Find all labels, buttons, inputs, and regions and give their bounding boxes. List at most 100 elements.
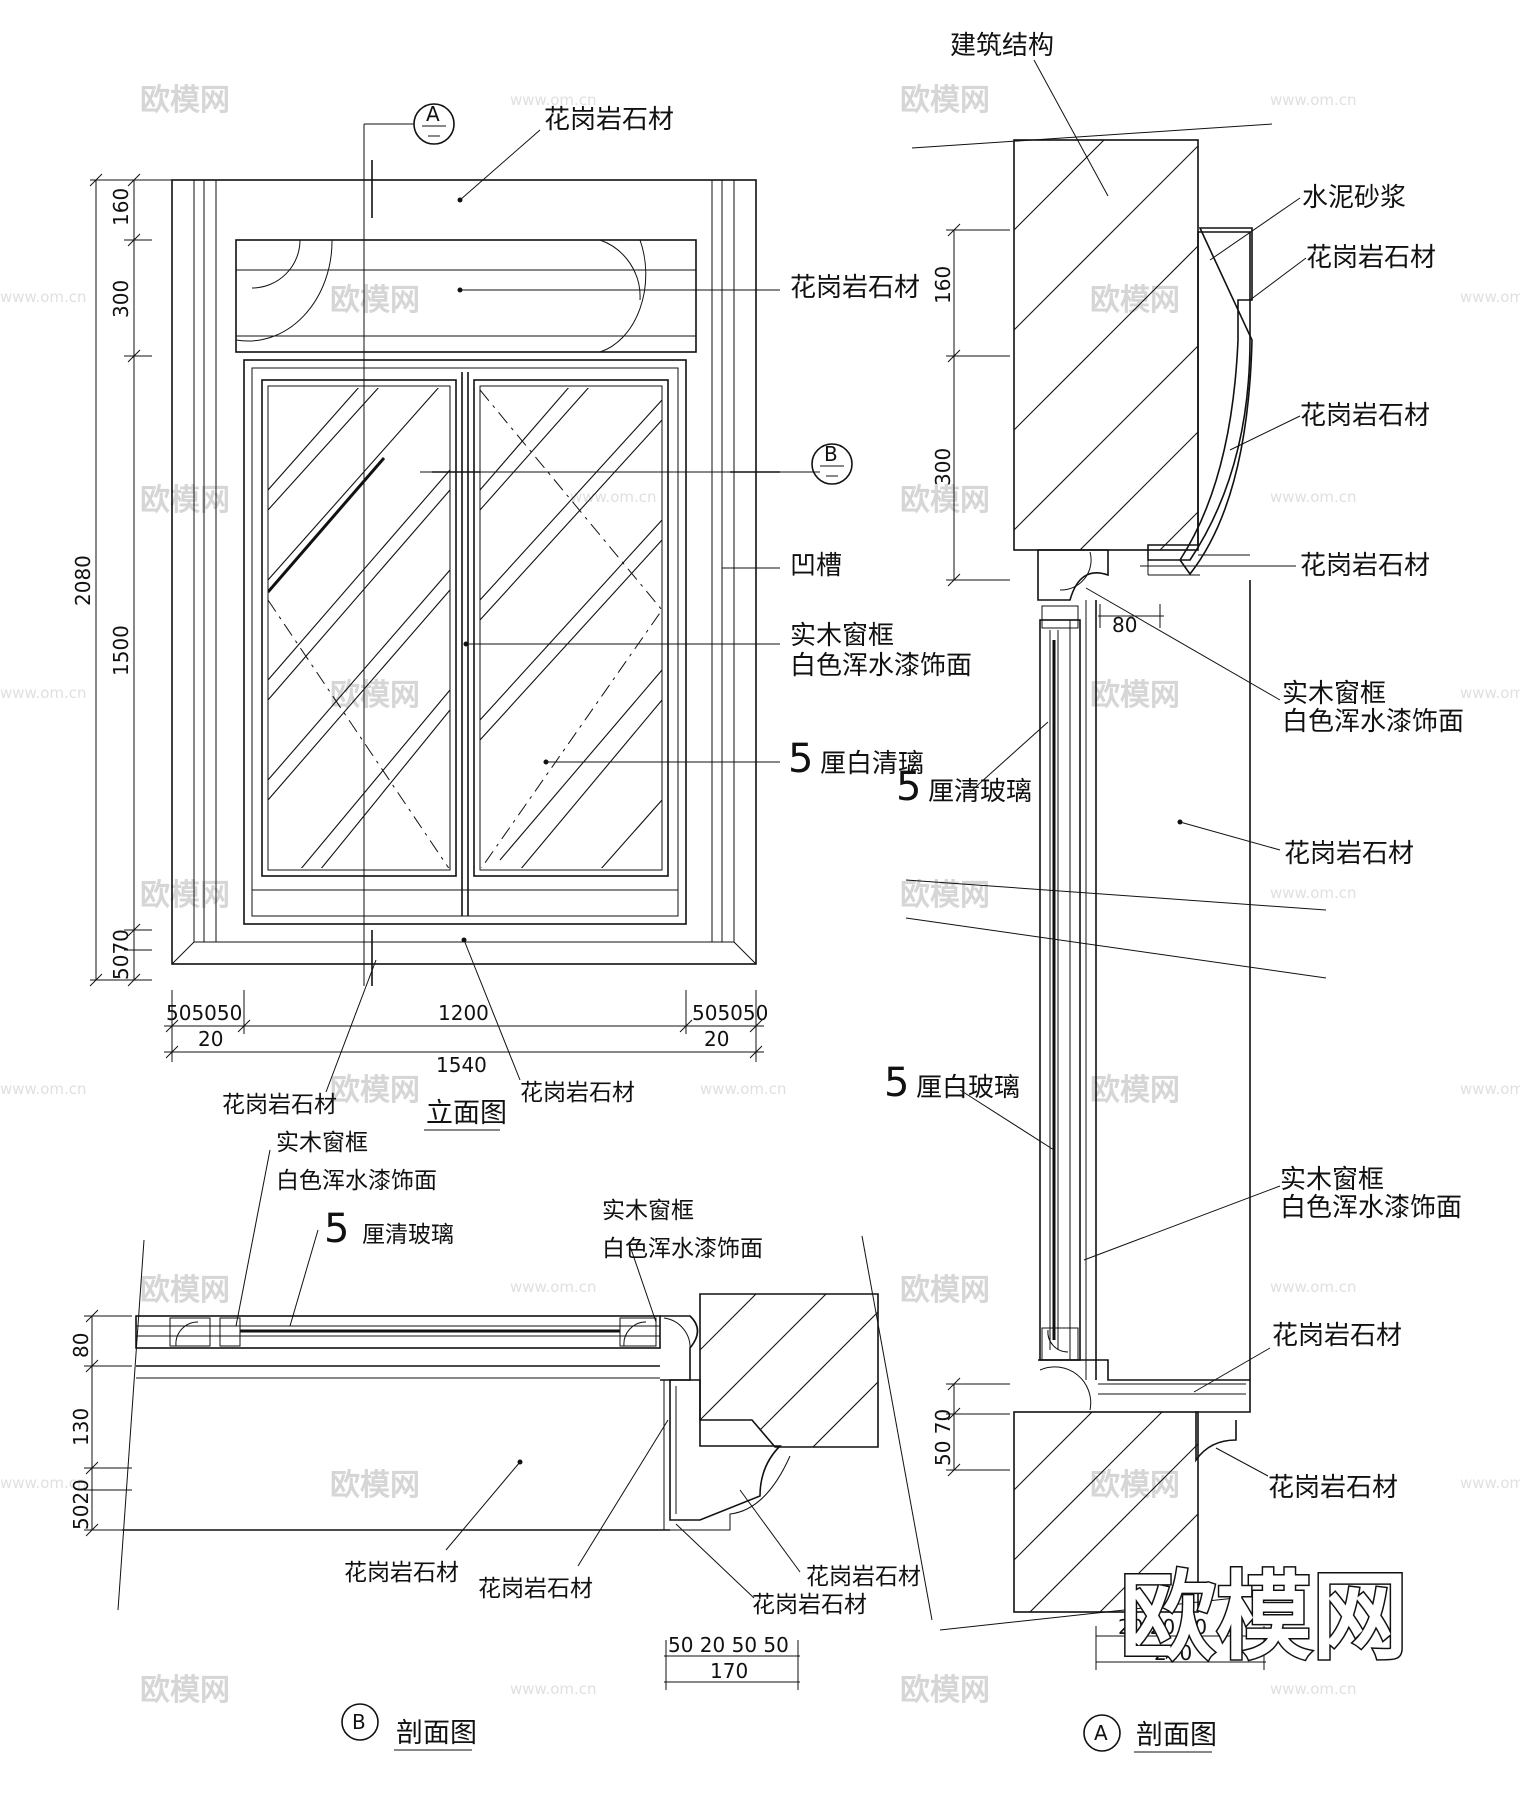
watermark-url: www.om.cn [1270, 1278, 1357, 1296]
svg-text:剖面图: 剖面图 [1136, 1720, 1217, 1751]
label-mortar: 水泥砂浆 [1302, 183, 1406, 213]
svg-text:130: 130 [69, 1408, 93, 1446]
svg-text:2080: 2080 [71, 555, 95, 606]
label-frame-b1-line2: 白色浑水漆饰面 [276, 1168, 437, 1194]
svg-text:20 20 20: 20 20 20 [1118, 1615, 1207, 1639]
label-frame-a1-line2: 白色浑水漆饰面 [1282, 707, 1464, 737]
svg-text:20: 20 [198, 1027, 223, 1051]
watermark-url: www.om.cn [0, 1080, 87, 1098]
svg-text:505050: 505050 [166, 1001, 242, 1025]
watermark-logo: 欧模网 [1120, 1561, 1408, 1673]
section-b-vertical-dims: 80 130 5020 [69, 1309, 132, 1537]
watermark-url: www.om.cn [1460, 1080, 1520, 1098]
elevation-head-stone [235, 239, 697, 353]
label-glass: 厘白清璃 [820, 749, 924, 779]
section-b-break-left [117, 1239, 145, 1611]
svg-text:160: 160 [931, 266, 955, 304]
svg-text:剖面图: 剖面图 [396, 1718, 477, 1749]
section-marker-b: B [811, 442, 853, 485]
watermark: 欧模网 [900, 83, 990, 118]
svg-text:170: 170 [710, 1659, 748, 1683]
label-granite-a3: 花岗岩石材 [1300, 551, 1430, 581]
label-glass-number: 5 [788, 736, 813, 782]
label-frame-b1-line1: 实木窗框 [276, 1130, 368, 1156]
watermark-url: www.om.cn [1270, 1680, 1357, 1698]
svg-text:B: B [352, 1710, 366, 1734]
watermark: 欧模网 [900, 1673, 990, 1708]
watermark-url: www.om.cn [1460, 288, 1520, 306]
section-a-bottom-dims: 20 20 20 200 [1095, 1615, 1266, 1670]
section-b-window-frame [135, 1315, 661, 1349]
svg-text:300: 300 [931, 448, 955, 486]
watermark: 欧模网 [330, 1073, 420, 1108]
watermark: 欧模网 [140, 83, 230, 118]
svg-text:5020: 5020 [69, 1479, 93, 1530]
label-granite-a2: 花岗岩石材 [1300, 401, 1430, 431]
watermark: 欧模网 [140, 1673, 230, 1708]
label-structure: 建筑结构 [950, 31, 1054, 61]
label-glass-a1: 厘清玻璃 [928, 777, 1032, 807]
label-frame-line2: 白色浑水漆饰面 [790, 651, 972, 681]
svg-text:A: A [426, 102, 440, 126]
svg-text:1500: 1500 [109, 625, 133, 676]
label-frame-a1-line1: 实木窗框 [1282, 679, 1386, 709]
svg-text:505050: 505050 [692, 1001, 768, 1025]
elevation-title: 立面图 [426, 1098, 507, 1129]
label-granite-a6: 花岗岩石材 [1268, 1473, 1398, 1503]
section-a-dim-80: 80 [1098, 604, 1164, 637]
section-b-break-right [861, 1235, 933, 1621]
watermark: 欧模网 [1090, 1073, 1180, 1108]
section-b-title: B 剖面图 [341, 1703, 477, 1751]
label-frame-a2-line2: 白色浑水漆饰面 [1280, 1193, 1462, 1223]
label-frame-line1: 实木窗框 [790, 621, 894, 651]
watermark-url: www.om.cn [0, 1474, 87, 1492]
section-b-labels: 实木窗框 白色浑水漆饰面 5 厘清玻璃 实木窗框 白色浑水漆饰面 花岗岩石材 花… [235, 1130, 921, 1618]
elevation-window-frame [243, 359, 687, 925]
label-frame-b2-line1: 实木窗框 [602, 1198, 694, 1224]
label-granite-bottom-left: 花岗岩石材 [222, 1092, 337, 1118]
watermark-url: www.om.cn [1270, 884, 1357, 902]
elevation-vertical-dims: 160 300 1500 2080 5070 [71, 173, 172, 987]
svg-text:200: 200 [1154, 1641, 1192, 1665]
svg-text:50 70: 50 70 [931, 1409, 955, 1466]
svg-text:B: B [824, 442, 838, 466]
svg-text:A: A [1094, 1721, 1108, 1745]
elevation-view: A B 160 300 1500 [71, 102, 972, 1131]
watermark-url: www.om.cn [1460, 684, 1520, 702]
svg-text:160: 160 [109, 188, 133, 226]
svg-text:80: 80 [1112, 613, 1137, 637]
svg-text:5070: 5070 [109, 929, 133, 980]
watermark: 欧模网 [900, 1273, 990, 1308]
label-granite-a5: 花岗岩石材 [1272, 1321, 1402, 1351]
watermark: 欧模网 [1090, 1468, 1180, 1503]
elevation-horizontal-dims: 505050 1200 505050 20 20 1540 [164, 990, 768, 1077]
label-granite-head: 花岗岩石材 [790, 273, 920, 303]
label-frame-b2-line2: 白色浑水漆饰面 [602, 1236, 763, 1262]
watermark: 欧模网 [1090, 678, 1180, 713]
label-granite-b1: 花岗岩石材 [344, 1560, 459, 1586]
watermark-url: www.om.cn [1270, 91, 1357, 109]
svg-text:20: 20 [704, 1027, 729, 1051]
section-a-title: A 剖面图 [1083, 1714, 1217, 1753]
label-granite-b2: 花岗岩石材 [478, 1576, 593, 1602]
label-granite-a1: 花岗岩石材 [1306, 243, 1436, 273]
watermark: 欧模网 [140, 483, 230, 518]
elevation-glass-left [268, 388, 451, 868]
section-b-mortar [669, 1379, 782, 1521]
svg-text:1200: 1200 [438, 1001, 489, 1025]
section-a-view: 160 300 50 70 80 20 20 20 200 [884, 31, 1464, 1753]
watermark-layer: 欧模网 欧模网 www.om.cn www.om.cn 欧模网 欧模网 www.… [0, 83, 1520, 1708]
section-a-mortar [1147, 231, 1251, 561]
watermark: 欧模网 [900, 878, 990, 913]
label-groove: 凹槽 [790, 551, 842, 581]
watermark: 欧模网 [330, 1468, 420, 1503]
elevation-labels: 花岗岩石材 花岗岩石材 凹槽 实木窗框 白色浑水漆饰面 5 厘白清璃 花岗岩石材… [222, 105, 972, 1131]
watermark-url: www.om.cn [510, 1680, 597, 1698]
section-marker-a: A [413, 102, 455, 145]
watermark: 欧模网 [900, 483, 990, 518]
label-glass-a2-number: 5 [884, 1060, 909, 1106]
elevation-glass-right [480, 388, 663, 868]
section-b-bottom-dims: 50 20 50 50 170 [664, 1633, 800, 1690]
label-glass-a1-number: 5 [896, 764, 921, 810]
watermark-url: www.om.cn [700, 1080, 787, 1098]
